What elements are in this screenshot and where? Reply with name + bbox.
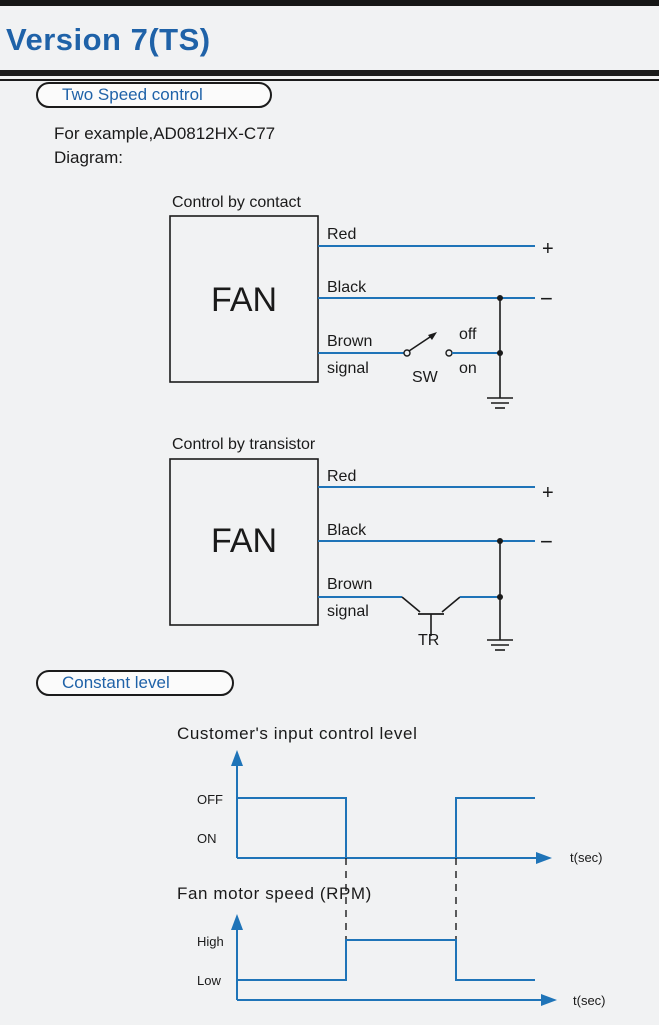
switch-on-label: on (459, 360, 477, 377)
diagram-label: Diagram: (54, 148, 123, 167)
plus-terminal-contact: + (542, 238, 554, 260)
input-level-title: Customer's input control level (177, 724, 417, 743)
timing-charts: Customer's input control level OFF ON t(… (177, 724, 606, 1008)
speed-low-label: Low (197, 973, 221, 988)
input-on-label: ON (197, 831, 217, 846)
title-rule-thick (0, 70, 659, 76)
speed-t-axis-label: t(sec) (573, 993, 606, 1008)
speed-x-axis-arrow-icon (541, 994, 557, 1006)
black-label-contact: Black (327, 279, 367, 296)
brown-label-transistor: Brown (327, 576, 372, 593)
input-off-label: OFF (197, 792, 223, 807)
fan-label-contact: FAN (211, 281, 277, 319)
signal-label-transistor: signal (327, 603, 369, 620)
switch-off-label: off (459, 326, 477, 343)
input-x-axis-arrow-icon (536, 852, 552, 864)
transistor-tr-label: TR (418, 632, 439, 649)
minus-terminal-contact: − (540, 286, 553, 311)
switch-contact-right (445, 349, 453, 357)
page-title: Version 7(TS) (6, 22, 211, 57)
speed-y-axis-arrow-icon (231, 914, 243, 930)
red-label-contact: Red (327, 226, 356, 243)
switch-arrow-icon (428, 332, 437, 340)
input-y-axis-arrow-icon (231, 750, 243, 766)
fan-speed-title: Fan motor speed (RPM) (177, 884, 372, 903)
minus-terminal-transistor: − (540, 529, 553, 554)
fan-label-transistor: FAN (211, 522, 277, 560)
switch-contact-left (403, 349, 411, 357)
section-constant-level: Constant level (36, 670, 234, 696)
example-model-text: For example,AD0812HX-C77 (54, 124, 276, 143)
input-t-axis-label: t(sec) (570, 850, 603, 865)
junction-dot-transistor (497, 594, 503, 600)
section-two-speed-control: Two Speed control (36, 82, 272, 108)
signal-label-contact: signal (327, 360, 369, 377)
transistor-diagram: Control by transistor FAN Red + Black − … (169, 436, 554, 651)
red-label-transistor: Red (327, 468, 356, 485)
ground-symbol-icon (487, 639, 513, 651)
transistor-heading: Control by transistor (172, 436, 316, 453)
junction-dot-contact-switch (497, 350, 503, 356)
plus-terminal-transistor: + (542, 482, 554, 504)
ground-symbol-icon (487, 397, 513, 409)
input-level-waveform (237, 797, 535, 859)
brown-label-contact: Brown (327, 333, 372, 350)
transistor-symbol-icon (401, 596, 461, 636)
contact-heading: Control by contact (172, 194, 302, 211)
switch-sw-label: SW (412, 369, 439, 386)
top-border (0, 0, 659, 6)
speed-high-label: High (197, 934, 224, 949)
contact-diagram: Control by contact FAN Red + Black − Bro… (169, 194, 554, 409)
fan-speed-waveform (237, 939, 535, 981)
black-label-transistor: Black (327, 522, 367, 539)
title-rule-thin (0, 79, 659, 81)
switch-lever (408, 334, 434, 352)
